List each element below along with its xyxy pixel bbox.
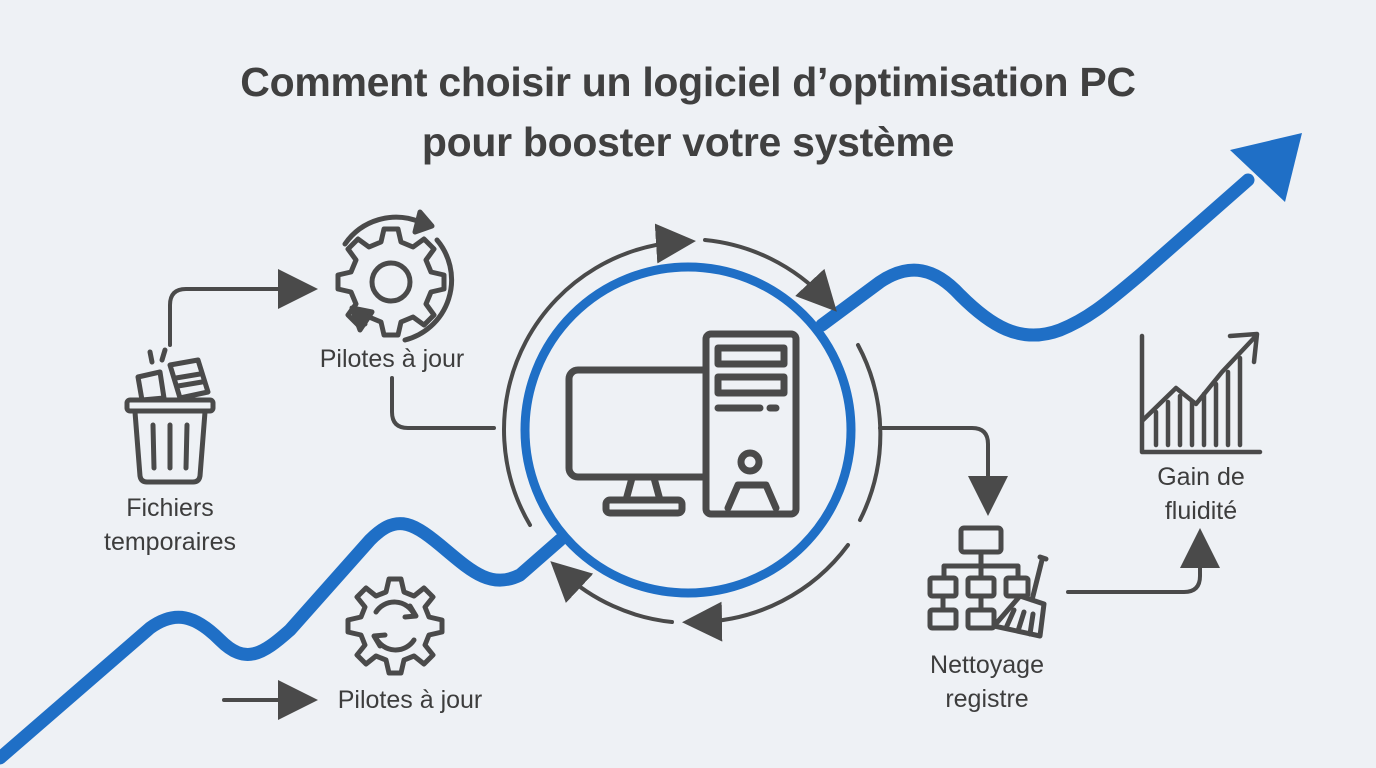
trash-bin-icon	[124, 347, 216, 485]
arrow-drivers-to-center	[390, 376, 496, 430]
center-hub	[502, 223, 883, 642]
title-line-1: Comment choisir un logiciel d’optimisati…	[240, 59, 1136, 105]
arrow-registry-to-fluidity	[1066, 528, 1220, 594]
arrow-center-to-registry	[878, 426, 1008, 516]
label-temp-files: Fichiers temporaires	[104, 494, 236, 556]
growth-arrow-head-icon	[1230, 133, 1302, 202]
label-drivers-top: Pilotes à jour	[319, 345, 465, 373]
gear-refresh-icon	[335, 209, 455, 343]
growth-chart-icon	[1139, 331, 1263, 455]
connector-arrows	[168, 269, 1220, 720]
label-drivers-bottom: Pilotes à jour	[337, 686, 483, 714]
label-fluidity: Gain de fluidité	[1157, 463, 1245, 525]
page-title: Comment choisir un logiciel d’optimisati…	[0, 52, 1376, 172]
growth-trend-line	[0, 133, 1302, 765]
arrow-temp-to-drivers	[168, 269, 318, 347]
registry-broom-icon	[927, 525, 1049, 639]
title-line-2: pour booster votre système	[421, 119, 955, 165]
desktop-computer-icon	[565, 330, 800, 518]
label-registry: Nettoyage registre	[930, 651, 1044, 713]
gear-sync-icon	[345, 576, 445, 676]
